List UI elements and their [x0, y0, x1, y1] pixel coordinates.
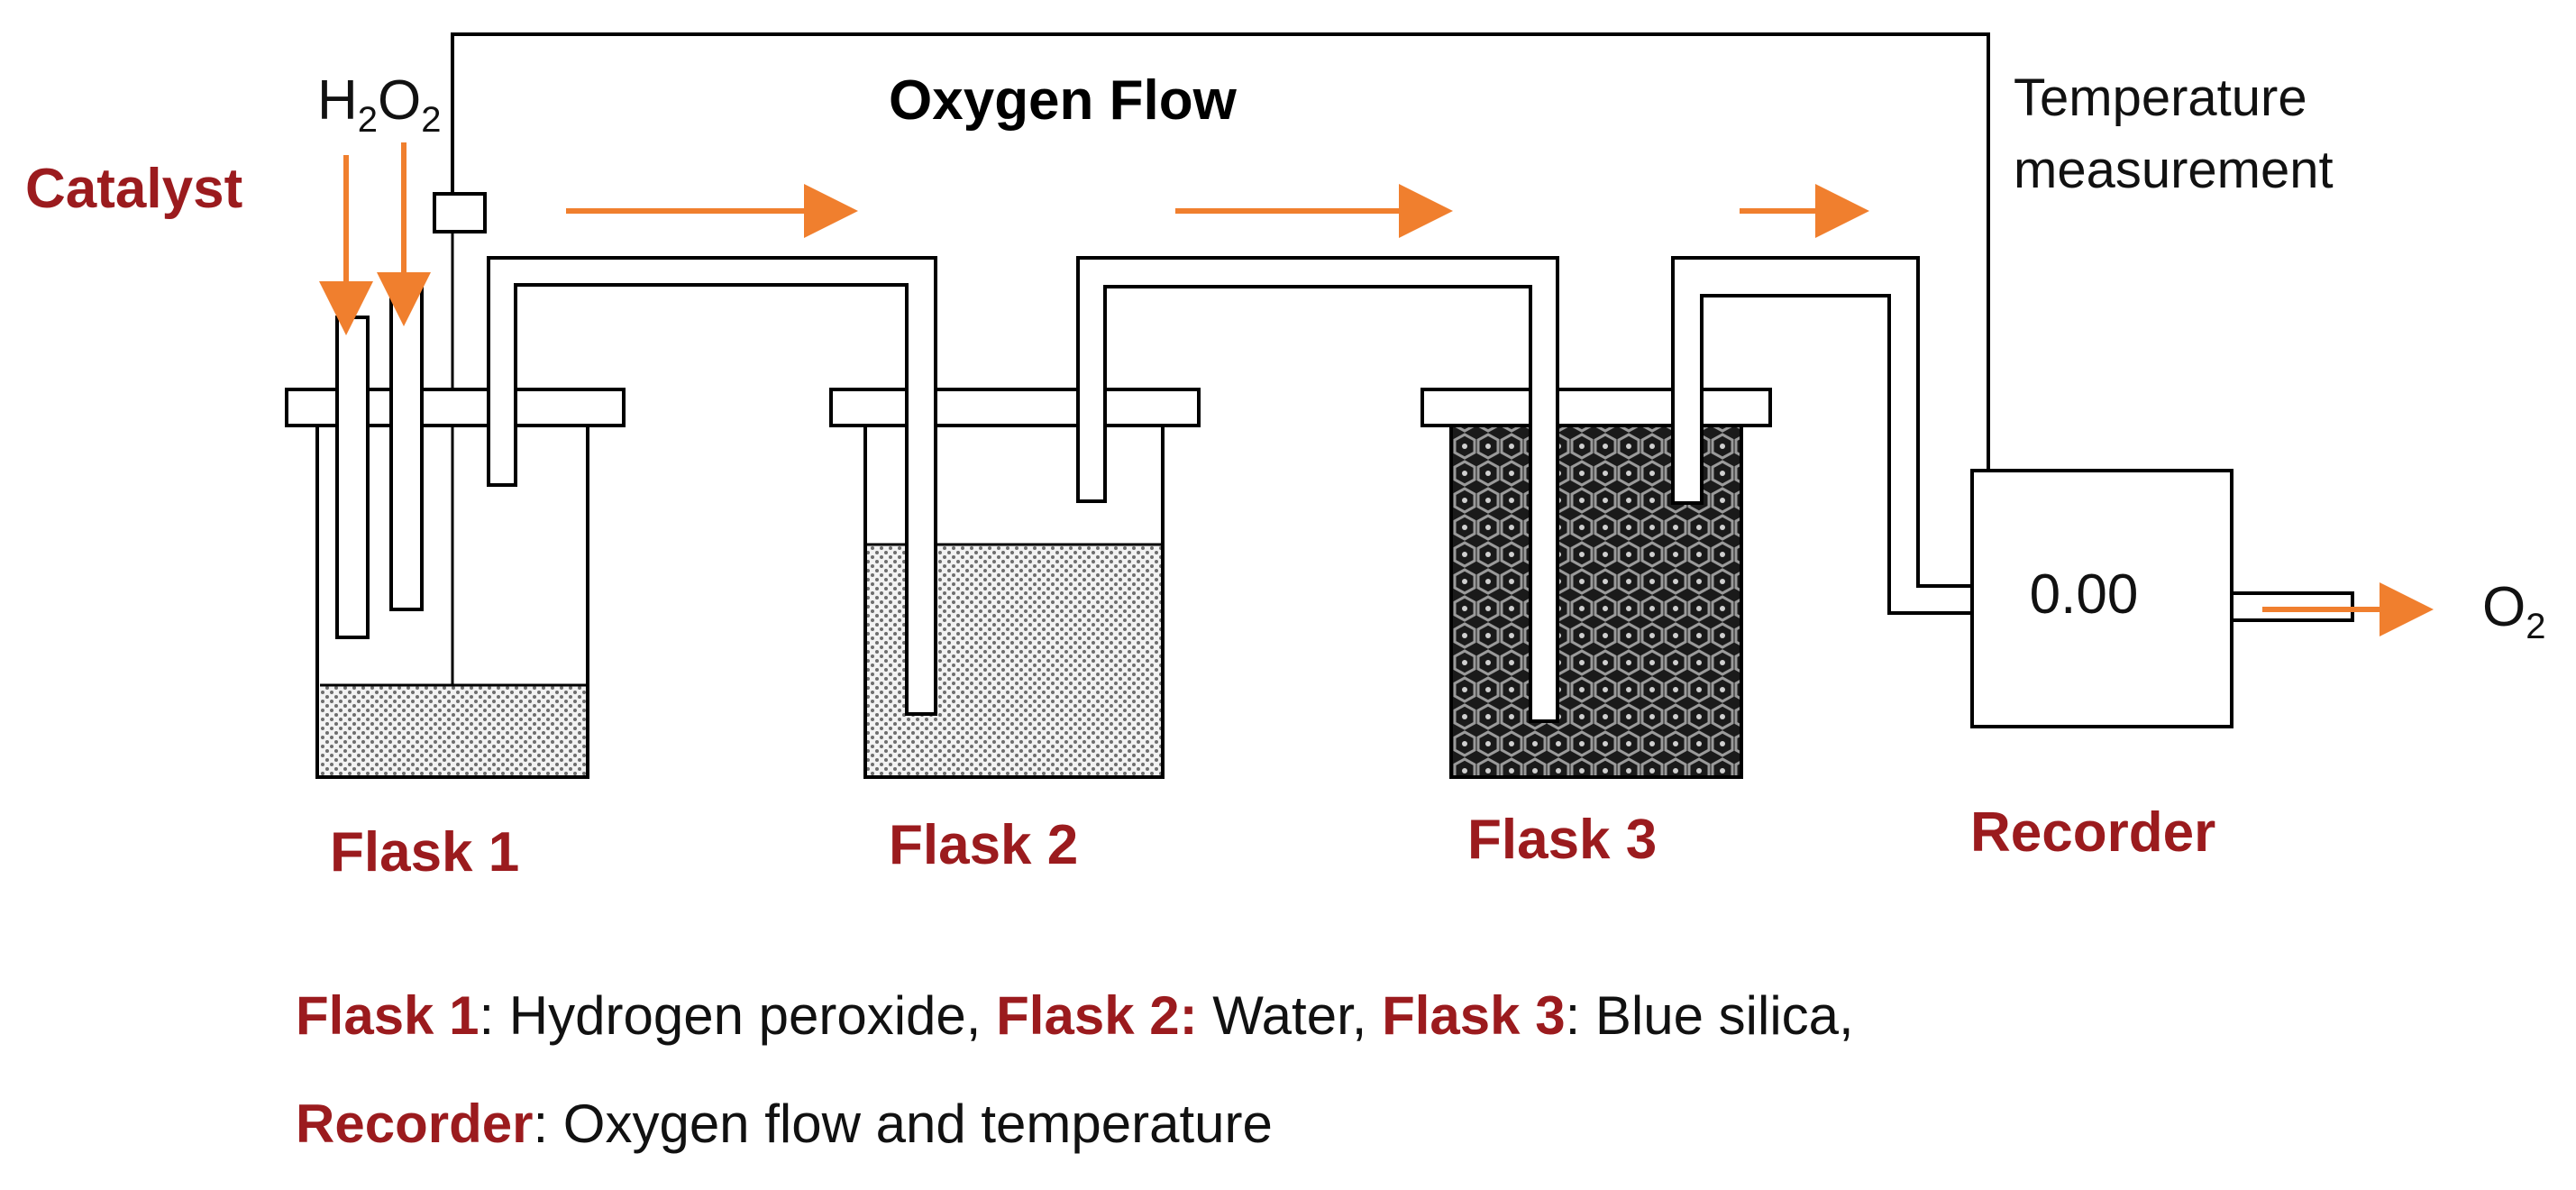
- catalyst-label: Catalyst: [25, 158, 242, 220]
- h2o2-label: H2O2: [317, 69, 442, 140]
- recorder-box: [1970, 469, 2233, 728]
- flask-1-label: Flask 1: [330, 821, 519, 883]
- legend-key: Flask 2:: [996, 985, 1198, 1046]
- o2-label: O2: [2482, 576, 2545, 646]
- h2o2-inlet-tube: [389, 276, 424, 611]
- flask-2: [829, 388, 1201, 779]
- oxygen-flow-label: Oxygen Flow: [889, 69, 1238, 132]
- legend-description: : Blue silica,: [1565, 985, 1854, 1046]
- recorder-display: 0.00: [2030, 563, 2139, 626]
- temperature-probe-connector: [433, 192, 487, 233]
- temperature-label-line1: Temperature: [2014, 69, 2307, 127]
- flask-2-lid: [829, 388, 1201, 427]
- tube-flask2-to-flask3: [1076, 256, 1559, 723]
- legend-line-1: Flask 1: Hydrogen peroxide, Flask 2: Wat…: [296, 984, 1854, 1047]
- tube-flask1-to-flask2: [487, 256, 937, 716]
- catalyst-inlet-tube: [335, 316, 370, 639]
- legend-description: : Oxygen flow and temperature: [533, 1094, 1273, 1154]
- legend-key: Flask 3: [1382, 985, 1566, 1046]
- legend-description: Water,: [1197, 985, 1383, 1046]
- temperature-wire: [433, 32, 1990, 757]
- flask-3-lid: [1420, 388, 1772, 427]
- recorder: 0.00: [1970, 469, 2354, 728]
- flask-3-label: Flask 3: [1467, 809, 1657, 871]
- legend-key: Recorder: [296, 1094, 534, 1154]
- flow-arrows: [319, 142, 2434, 636]
- flask-1: [285, 276, 626, 779]
- flask-3: [1420, 388, 1772, 779]
- recorder-label: Recorder: [1970, 801, 2215, 864]
- legend-description: : Hydrogen peroxide,: [479, 985, 997, 1046]
- temperature-label-line2: measurement: [2014, 141, 2334, 199]
- legend-line-2: Recorder: Oxygen flow and temperature: [296, 1093, 1273, 1155]
- flask-2-label: Flask 2: [889, 814, 1078, 876]
- flask-1-liquid: [320, 685, 586, 775]
- legend-key: Flask 1: [296, 985, 480, 1046]
